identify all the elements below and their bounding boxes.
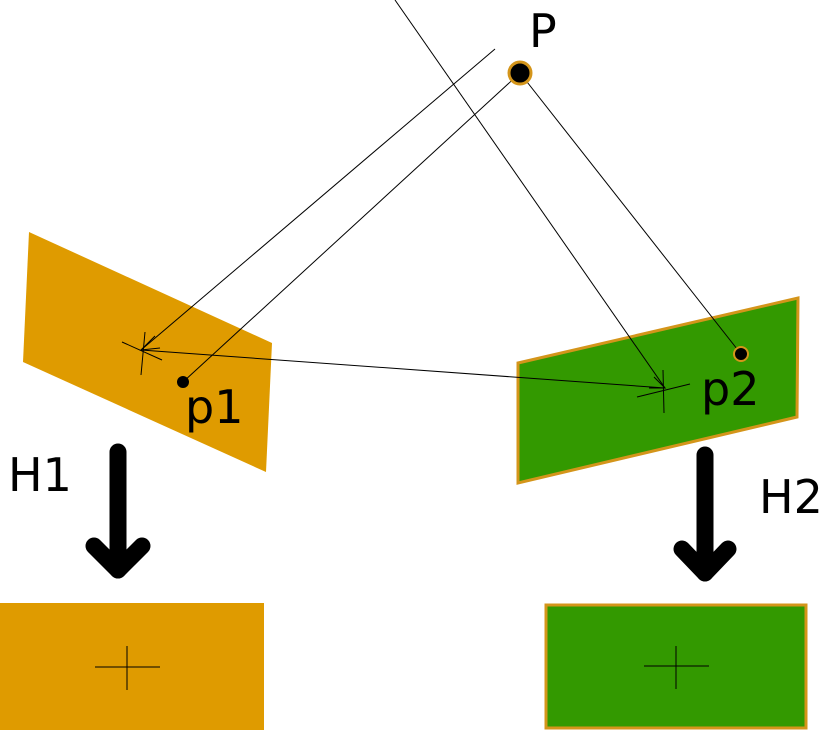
optical-axis-left (140, 48, 496, 351)
baseline (140, 349, 666, 389)
ray-p-to-p1 (182, 72, 521, 383)
ray-p-to-p2 (519, 72, 742, 355)
label-p2: p2 (701, 362, 759, 416)
label-H1: H1 (8, 448, 72, 502)
right-rectified-center-cross (644, 646, 709, 689)
arrowhead-left-center (139, 335, 161, 351)
arrowhead-right-center (649, 376, 667, 389)
point-p1 (177, 376, 189, 388)
right-image-plane (516, 296, 800, 485)
label-P: P (529, 4, 557, 58)
optical-axis-right (394, 0, 666, 389)
point-P (507, 60, 533, 86)
label-p1: p1 (185, 380, 243, 434)
left-plane-center-cross (121, 331, 163, 376)
right-plane-center-cross (636, 369, 691, 414)
homography-arrow-left (85, 443, 151, 579)
point-p2 (733, 346, 749, 362)
left-rectified-center-cross (95, 646, 160, 690)
label-H2: H2 (759, 470, 823, 524)
left-image-plane (23, 232, 272, 472)
homography-arrow-right (673, 446, 737, 582)
